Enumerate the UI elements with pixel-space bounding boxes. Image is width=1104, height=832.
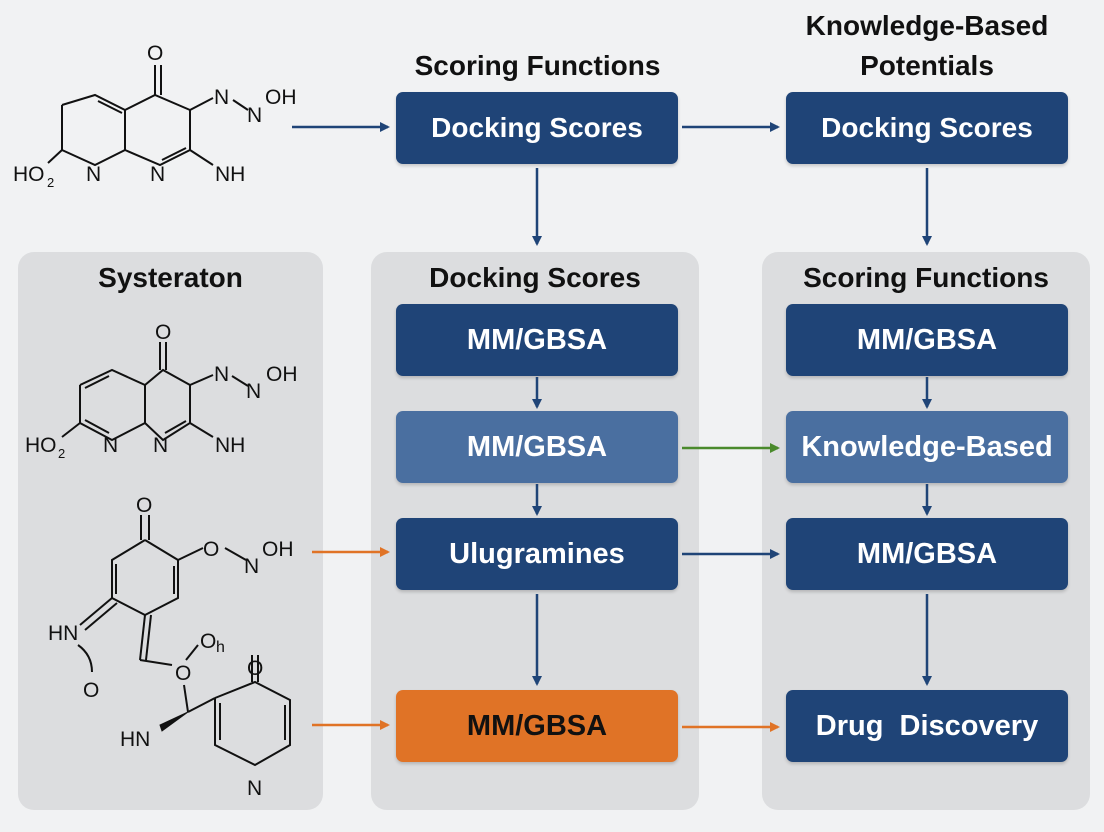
mol-left2-hn2: HN	[120, 728, 150, 751]
box-mm-gbsa-right-3[interactable]: MM/GBSA	[786, 518, 1068, 590]
molecule-left2-structure: O O N OH HN O O h O O HN N	[48, 494, 294, 800]
mol-left2-o2: O	[203, 538, 219, 561]
mol-left1-oh: OH	[266, 363, 298, 386]
heading-scoring-functions-panel: Scoring Functions	[803, 262, 1049, 293]
box-docking-scores-top-right[interactable]: Docking Scores	[786, 92, 1068, 164]
heading-docking-scores-panel: Docking Scores	[429, 262, 641, 293]
mol-top-sub: 2	[47, 175, 54, 190]
box-mm-gbsa-orange[interactable]: MM/GBSA	[396, 690, 678, 762]
box-ulugramines[interactable]: Ulugramines	[396, 518, 678, 590]
molecule-top-structure: O N OH N HO 2 N N NH	[13, 42, 297, 190]
heading-potentials: Potentials	[860, 50, 994, 81]
mol-left1-ho: HO	[25, 434, 57, 457]
molecule-left1-structure: O N OH N HO 2 N N NH	[25, 321, 298, 461]
mol-left1-nh: NH	[215, 434, 245, 457]
mol-top-n-ring1: N	[86, 163, 101, 186]
mol-left1-o: O	[155, 321, 171, 344]
mol-left2-o3: O	[83, 679, 99, 702]
mol-left1-n-ring2: N	[153, 434, 168, 457]
box-docking-scores-top-center[interactable]: Docking Scores	[396, 92, 678, 164]
left-panel	[18, 252, 323, 810]
mol-left2-o4: O	[175, 662, 191, 685]
box-mm-gbsa-mid-1[interactable]: MM/GBSA	[396, 304, 678, 376]
mol-left2-o5: O	[247, 657, 263, 680]
box-mm-gbsa-right-1[interactable]: MM/GBSA	[786, 304, 1068, 376]
mol-top-n1: N	[214, 86, 229, 109]
mol-left1-sub: 2	[58, 446, 65, 461]
mol-left2-npy: N	[247, 777, 262, 800]
heading-systeraton: Systeraton	[98, 262, 243, 293]
mol-top-nh: NH	[215, 163, 245, 186]
mol-left2-oh: OH	[262, 538, 294, 561]
mol-top-n2: N	[247, 104, 262, 127]
mol-left2-h: h	[216, 639, 225, 656]
mol-left1-n-ring1: N	[103, 434, 118, 457]
mol-left2-o1: O	[136, 494, 152, 517]
mol-left1-n1: N	[214, 363, 229, 386]
box-knowledge-based[interactable]: Knowledge-Based	[786, 411, 1068, 483]
box-drug-discovery[interactable]: Drug Discovery	[786, 690, 1068, 762]
mol-top-oh: OH	[265, 86, 297, 109]
mol-left1-n2: N	[246, 380, 261, 403]
box-mm-gbsa-mid-2[interactable]: MM/GBSA	[396, 411, 678, 483]
heading-knowledge-based: Knowledge-Based	[805, 10, 1049, 41]
mol-top-n-ring2: N	[150, 163, 165, 186]
mol-top-o: O	[147, 42, 163, 65]
mol-left2-hn: HN	[48, 622, 78, 645]
mol-left2-n: N	[244, 555, 259, 578]
mol-left2-oh2: O	[200, 630, 216, 653]
heading-scoring-functions-top: Scoring Functions	[414, 50, 661, 81]
mol-top-ho: HO	[13, 163, 45, 186]
